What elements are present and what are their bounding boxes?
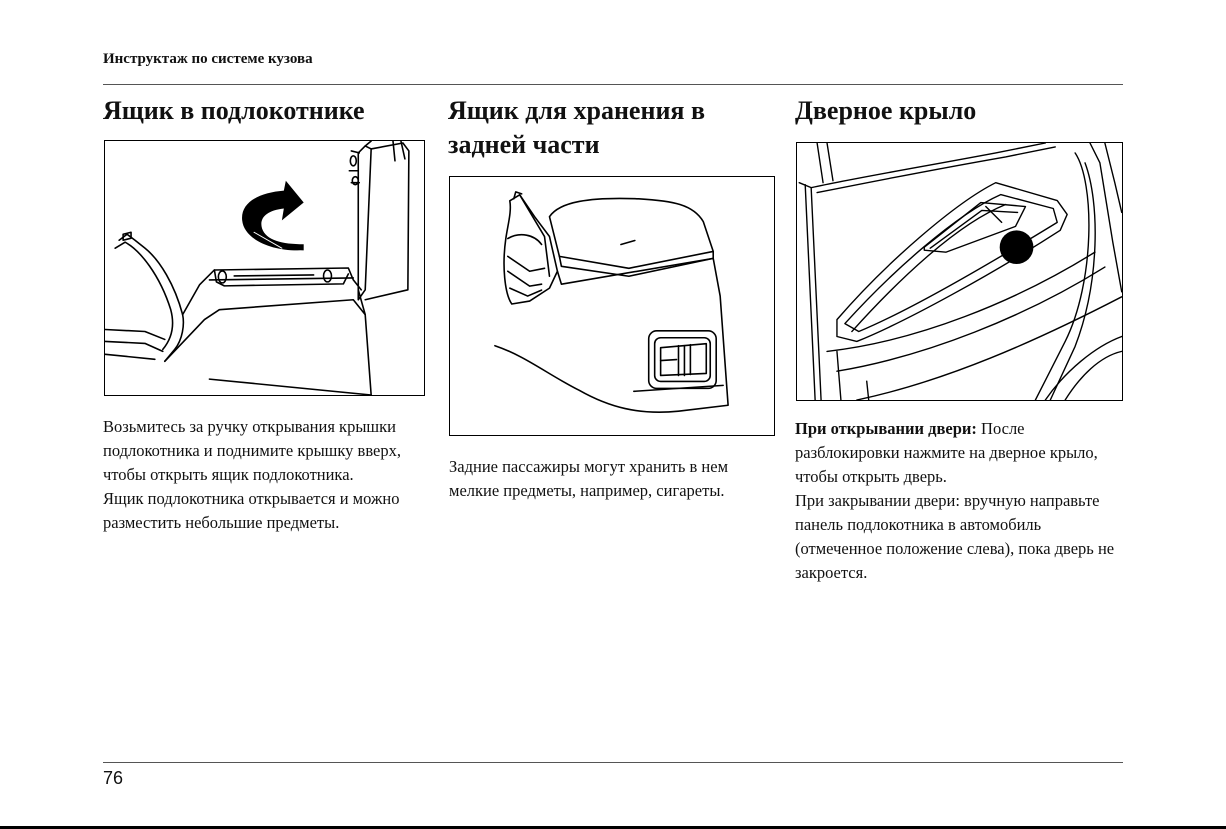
armrest-box-illustration	[104, 140, 425, 396]
page-bottom-edge	[0, 826, 1226, 829]
press-point-marker-icon	[999, 230, 1034, 265]
door-wing-illustration	[796, 142, 1123, 401]
lead-phrase: При открывании двери:	[795, 419, 977, 438]
page-number: 76	[103, 768, 124, 788]
footer-rule	[103, 762, 1123, 763]
paragraph: Ящик подлокотника открывается и можно ра…	[103, 489, 400, 532]
paragraph-text: После разблокировки нажмите на дверное к…	[795, 419, 1098, 486]
section-text-rear-storage: Задние пассажиры могут хранить в нем мел…	[449, 455, 779, 503]
header-rule	[103, 84, 1123, 85]
paragraph: Возьмитесь за ручку открывания крышки по…	[103, 417, 401, 484]
open-lid-arrow-icon	[242, 180, 304, 268]
rear-storage-illustration	[449, 176, 775, 436]
running-header: Инструктаж по системе кузова	[103, 51, 313, 67]
section-title-door-wing: Дверное крыло	[795, 96, 977, 125]
section-text-armrest-box: Возьмитесь за ручку открывания крышки по…	[103, 415, 438, 535]
paragraph: При открывании двери: После разблокировк…	[795, 417, 1115, 489]
section-title-rear-storage: Ящик для хранения в задней части	[448, 96, 706, 159]
paragraph: При закрывании двери: вручную направьте …	[795, 491, 1115, 582]
section-title-armrest-box: Ящик в подлокотнике	[103, 96, 365, 125]
section-text-door-wing: При открывании двери: После разблокировк…	[795, 417, 1115, 585]
paragraph: Задние пассажиры могут хранить в нем мел…	[449, 457, 729, 500]
